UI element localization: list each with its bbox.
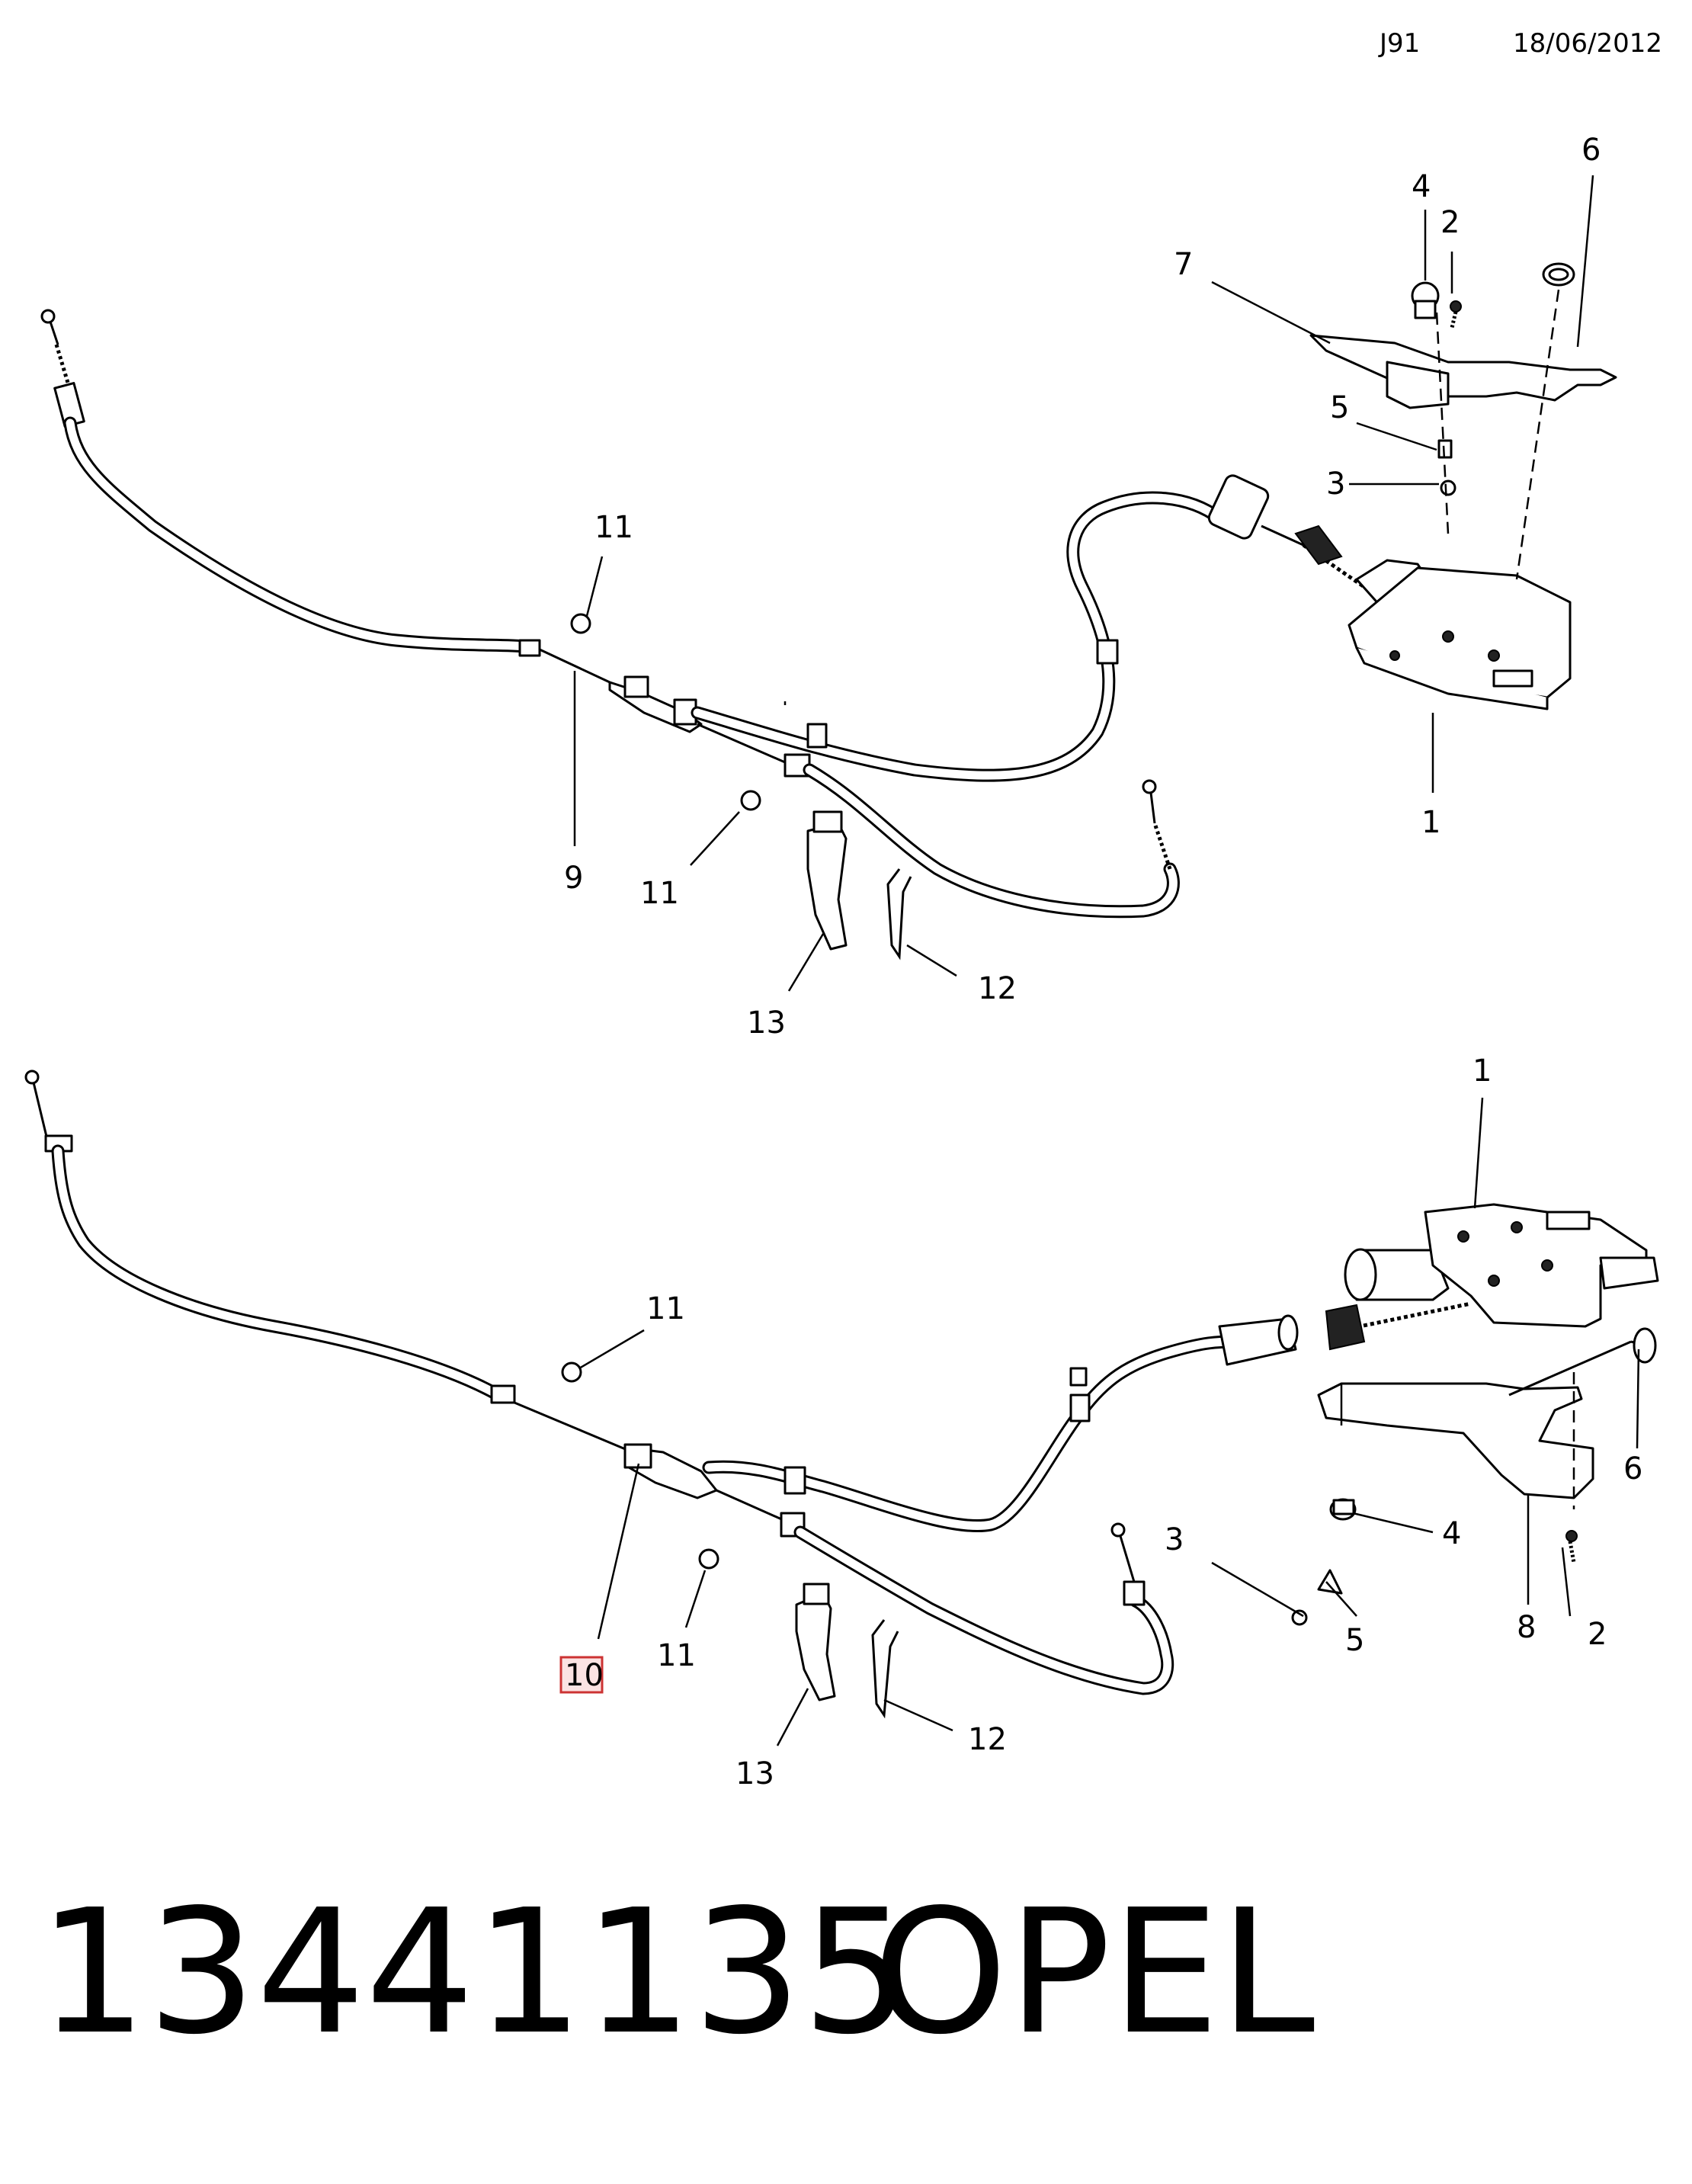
left-rear-cable-2 bbox=[24, 1070, 633, 1454]
callout-top-9: 9 bbox=[564, 861, 583, 896]
main-cable bbox=[691, 474, 1304, 782]
top-callouts: 1 2 3 4 5 6 7 9 11 11 12 13 bbox=[564, 133, 1601, 1041]
retaining-spring-2 bbox=[871, 1619, 899, 1719]
actuator-bracket bbox=[1309, 262, 1617, 496]
cable-clip bbox=[806, 810, 848, 951]
actuator-bracket-2 bbox=[1291, 1327, 1657, 1626]
callout-top-1: 1 bbox=[1421, 805, 1440, 840]
callout-bottom-5: 5 bbox=[1345, 1623, 1364, 1658]
callout-bottom-12: 12 bbox=[968, 1722, 1007, 1757]
callout-top-12: 12 bbox=[978, 971, 1017, 1006]
left-rear-cable bbox=[40, 309, 610, 684]
callout-top-6: 6 bbox=[1581, 133, 1601, 168]
callout-bottom-8: 8 bbox=[1517, 1610, 1536, 1645]
part-number: 13441135 bbox=[38, 1873, 911, 2073]
callout-bottom-11b: 11 bbox=[657, 1638, 696, 1673]
bottom-callouts: 1 2 3 4 5 6 8 10 11 11 12 13 bbox=[559, 1054, 1642, 1791]
callout-bottom-10: 10 bbox=[565, 1658, 604, 1693]
callout-top-7: 7 bbox=[1174, 247, 1193, 282]
callout-bottom-2: 2 bbox=[1588, 1617, 1607, 1652]
diagram-code: J91 bbox=[1378, 28, 1420, 59]
cable-equalizer bbox=[608, 675, 703, 733]
main-cable-2 bbox=[702, 1314, 1299, 1533]
diagram-date: 18/06/2012 bbox=[1513, 28, 1662, 59]
right-rear-cable-2 bbox=[716, 1489, 1174, 1695]
retaining-spring bbox=[886, 868, 912, 961]
cable-equalizer-2 bbox=[623, 1443, 718, 1499]
callout-bottom-11a: 11 bbox=[646, 1291, 685, 1326]
callout-10-highlight bbox=[559, 1656, 604, 1694]
callout-top-11b: 11 bbox=[640, 876, 679, 911]
callout-bottom-1: 1 bbox=[1472, 1054, 1492, 1089]
callout-top-11a: 11 bbox=[594, 510, 633, 545]
top-assembly bbox=[40, 175, 1617, 992]
brake-actuator-motor-2 bbox=[1325, 1203, 1659, 1351]
right-rear-cable bbox=[697, 723, 1180, 919]
callout-top-4: 4 bbox=[1412, 169, 1431, 204]
bottom-assembly bbox=[24, 1070, 1659, 1746]
cable-clip-2 bbox=[795, 1583, 836, 1701]
callout-top-13: 13 bbox=[747, 1005, 786, 1041]
callout-bottom-3: 3 bbox=[1165, 1522, 1184, 1557]
callout-bottom-13: 13 bbox=[735, 1756, 774, 1791]
callout-bottom-6: 6 bbox=[1623, 1451, 1642, 1486]
callout-top-2: 2 bbox=[1440, 205, 1460, 240]
brake-actuator-motor bbox=[1294, 524, 1572, 710]
callout-bottom-4: 4 bbox=[1442, 1516, 1461, 1551]
callout-top-3: 3 bbox=[1326, 467, 1345, 502]
brand-name: OPEL bbox=[873, 1873, 1315, 2073]
callout-top-5: 5 bbox=[1330, 390, 1349, 425]
